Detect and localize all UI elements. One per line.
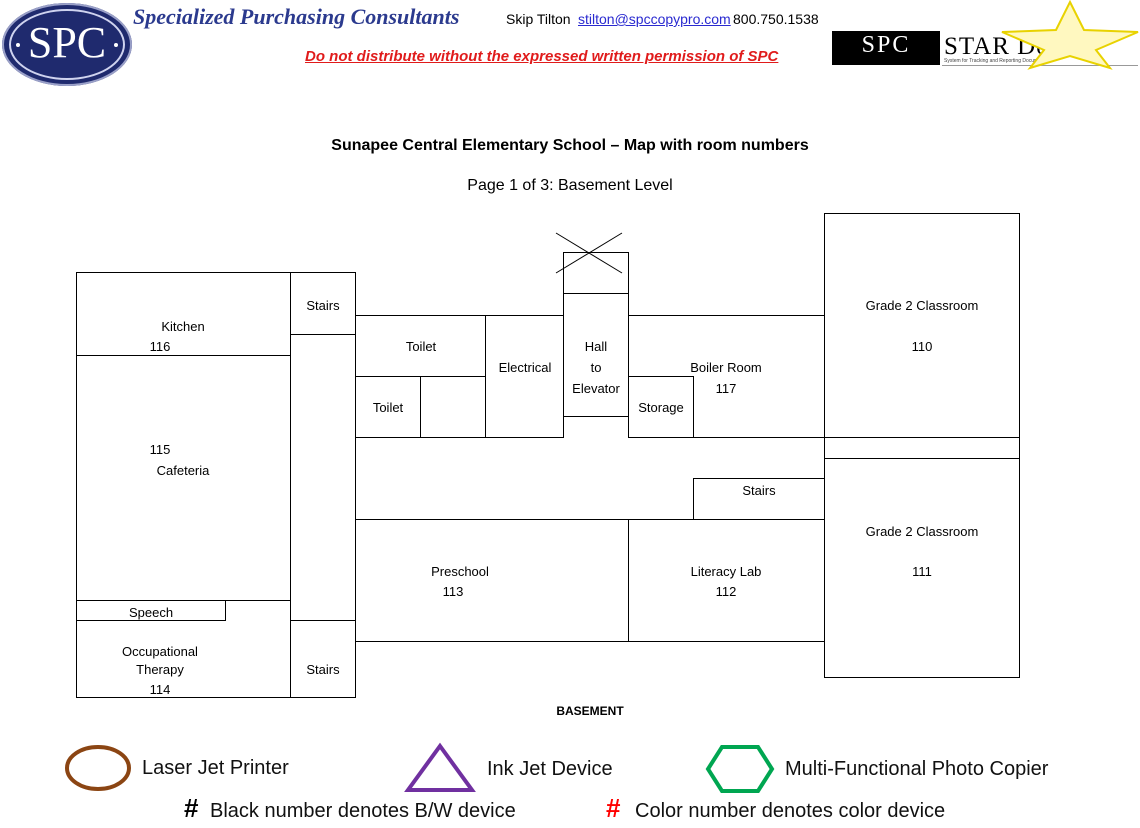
stardoc-spc-block: SPC specialized purchasing consultants	[832, 31, 940, 102]
logo-dot-right	[114, 43, 118, 47]
label-literacy: Literacy Lab	[690, 564, 762, 579]
label-storage: Storage	[638, 400, 684, 415]
label-stairs-bottom: Stairs	[306, 662, 340, 677]
label-grade2-a: Grade 2 Classroom	[865, 298, 979, 313]
legend-inkjet: Ink Jet Device	[487, 758, 613, 780]
label-boiler: Boiler Room	[690, 360, 762, 375]
label-ot-line1: Occupational	[122, 644, 198, 659]
label-toilet-b: Toilet	[372, 400, 404, 415]
corridor-east-gap	[824, 437, 1020, 459]
star-icon	[1001, 0, 1139, 70]
label-kitchen: Kitchen	[161, 319, 205, 334]
room-literacy-lab	[628, 519, 825, 642]
spc-logo: SPC	[2, 3, 132, 86]
color-hash-icon: #	[606, 793, 621, 823]
label-hall-line1: Hall	[584, 339, 608, 354]
label-kitchen-number: 116	[149, 339, 171, 354]
label-literacy-number: 112	[715, 584, 737, 599]
bw-hash-icon: #	[184, 793, 199, 823]
label-grade2-b-number: 111	[912, 564, 932, 579]
mfp-copier-icon	[705, 745, 775, 793]
distribution-warning: Do not distribute without the expressed …	[305, 48, 779, 65]
label-ot-number: 114	[149, 682, 171, 697]
room-electrical	[485, 315, 564, 438]
label-stairs-right: Stairs	[742, 483, 776, 498]
contact-name: Skip Tilton	[506, 11, 571, 27]
contact-email-link[interactable]: stilton@spccopypro.com	[578, 11, 731, 27]
label-hall-line2: to	[590, 360, 602, 375]
label-hall-line3: Elevator	[572, 381, 620, 396]
logo-text: SPC	[27, 18, 107, 67]
legend-bw-note: Black number denotes B/W device	[210, 800, 516, 822]
logo-ring	[9, 9, 125, 80]
label-grade2-a-number: 110	[911, 339, 933, 354]
label-grade2-b: Grade 2 Classroom	[865, 524, 979, 539]
room-hall-to-elevator	[563, 293, 629, 417]
inkjet-device-icon	[404, 742, 476, 792]
label-toilet-a: Toilet	[405, 339, 437, 354]
label-preschool: Preschool	[431, 564, 489, 579]
level-label: BASEMENT	[556, 704, 624, 718]
elevator-x-icon	[555, 232, 623, 274]
label-electrical: Electrical	[498, 360, 552, 375]
corridor-west	[290, 334, 356, 621]
legend-laser: Laser Jet Printer	[142, 757, 289, 779]
label-preschool-number: 113	[442, 584, 464, 599]
room-kitchen	[76, 272, 291, 356]
label-speech: Speech	[128, 605, 174, 620]
logo-dot-left	[16, 43, 20, 47]
page-subtitle: Page 1 of 3: Basement Level	[467, 177, 673, 194]
room-preschool	[355, 519, 629, 642]
room-stairs-bottom	[290, 620, 356, 698]
stardoc-subtitle: System for Tracking and Reporting Docume…	[944, 58, 1048, 64]
room-unlabeled	[420, 376, 486, 438]
stardoc-spc-text: SPC	[861, 32, 911, 58]
contact-phone: 800.750.1538	[733, 11, 819, 27]
room-grade2-110	[824, 213, 1020, 438]
label-cafeteria-number: 115	[149, 442, 171, 457]
page-title: Sunapee Central Elementary School – Map …	[331, 137, 809, 154]
label-cafeteria: Cafeteria	[156, 463, 210, 478]
room-storage	[628, 376, 694, 438]
label-boiler-number: 117	[715, 381, 737, 396]
legend-color-note: Color number denotes color device	[635, 800, 946, 822]
legend-mfp: Multi-Functional Photo Copier	[785, 758, 1049, 780]
stardoc-spc-subtext: specialized purchasing consultants	[845, 69, 927, 102]
company-name: Specialized Purchasing Consultants	[133, 4, 460, 29]
label-ot-line2: Therapy	[136, 662, 184, 677]
laser-printer-icon	[65, 745, 131, 791]
label-stairs-top: Stairs	[306, 298, 340, 313]
